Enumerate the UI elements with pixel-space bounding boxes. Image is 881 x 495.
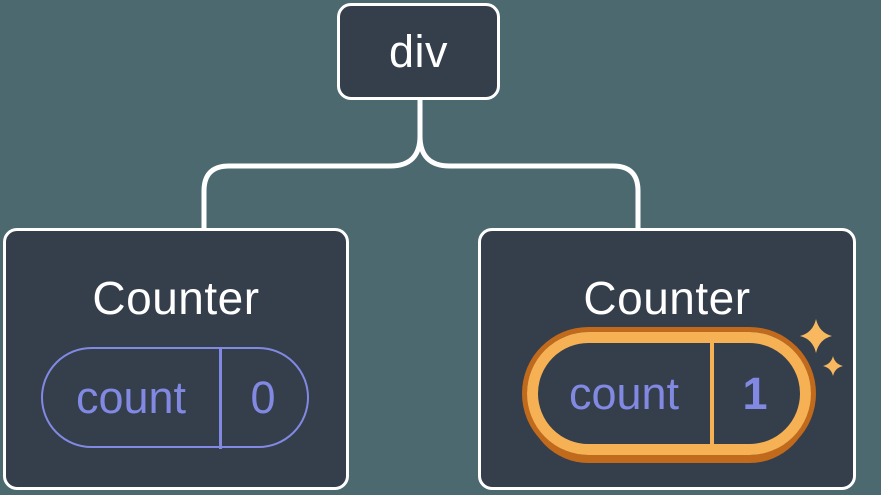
state-value: 0 bbox=[250, 372, 276, 423]
state-key: count bbox=[75, 372, 187, 423]
connector-left-branch bbox=[201, 96, 423, 233]
component-title: Counter bbox=[92, 272, 260, 324]
state-key-segment: count bbox=[538, 343, 710, 444]
tree-node-counter-right: Counter count 1 bbox=[478, 228, 856, 490]
state-value-segment: 1 bbox=[710, 343, 800, 444]
tree-node-counter-left: Counter count 0 bbox=[3, 228, 349, 490]
state-value-segment: 0 bbox=[219, 349, 307, 446]
tree-node-div: div bbox=[337, 3, 500, 100]
component-title: Counter bbox=[583, 272, 751, 324]
state-pill: count 0 bbox=[41, 346, 309, 449]
state-pill-highlighted: count 1 bbox=[527, 332, 811, 455]
connector-right-branch bbox=[417, 96, 641, 233]
pill-divider bbox=[219, 346, 222, 449]
state-key: count bbox=[568, 368, 680, 419]
state-key-segment: count bbox=[43, 349, 219, 446]
state-value: 1 bbox=[742, 368, 768, 419]
node-label: div bbox=[388, 26, 449, 77]
pill-divider bbox=[710, 343, 714, 444]
